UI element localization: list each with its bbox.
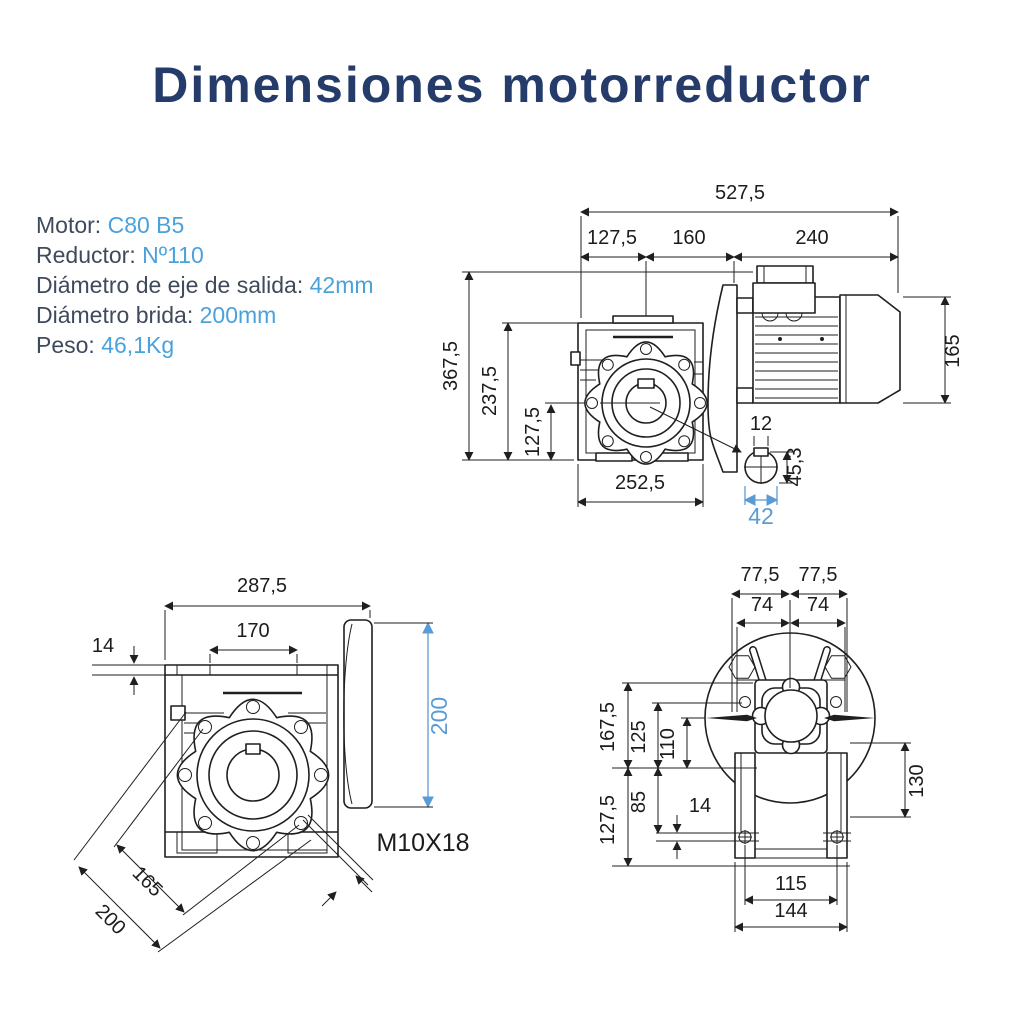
dim-foot-width: 144 xyxy=(774,900,807,922)
dim-height-3: 110 xyxy=(657,728,679,760)
side-view-drawing: 527,5 127,5 160 240 367,5 237,5 127,5 25… xyxy=(440,182,964,529)
shaft-section-detail xyxy=(649,406,778,484)
dim-axis-height: 127,5 xyxy=(522,407,544,457)
shaft-tip-right xyxy=(824,714,875,722)
motor-flange-bell xyxy=(707,284,754,473)
back-center-plate xyxy=(706,677,875,755)
spec-flange-diameter-value: 200mm xyxy=(199,302,277,328)
side-view-dimensions: 527,5 127,5 160 240 367,5 237,5 127,5 25… xyxy=(440,182,964,529)
dim-motor-height: 165 xyxy=(942,334,964,367)
dim-bolt-circle: 165 xyxy=(128,862,167,901)
dim-height-5: 85 xyxy=(628,791,650,813)
dim-foot-hole-spacing: 115 xyxy=(775,873,807,895)
gearbox-front-flange-face xyxy=(176,698,330,852)
dim-gearbox-offset: 127,5 xyxy=(587,227,637,249)
spec-motor: Motor: C80 B5 xyxy=(36,210,374,240)
dim-housing-height: 237,5 xyxy=(479,366,501,416)
dim-shaft-diameter: 42 xyxy=(748,503,774,529)
terminal-box xyxy=(752,265,816,322)
keyway-notch xyxy=(637,378,655,389)
fan-cover xyxy=(839,294,901,404)
dim-left-half: 77,5 xyxy=(741,564,780,586)
dim-pad-thickness: 14 xyxy=(92,635,114,657)
dim-keyway-width: 12 xyxy=(750,413,772,435)
spec-reductor-label: Reductor: xyxy=(36,242,143,268)
spec-reductor-value: Nº110 xyxy=(142,242,204,268)
spec-shaft-diameter: Diámetro de eje de salida: 42mm xyxy=(36,270,374,300)
dim-shaft-key-height: 45,3 xyxy=(784,448,806,487)
dim-motor-length: 240 xyxy=(795,227,828,249)
dim-right-half: 77,5 xyxy=(799,564,838,586)
dim-side-height: 130 xyxy=(906,764,928,797)
spec-weight: Peso: 46,1Kg xyxy=(36,330,374,360)
back-view-dimensions: 77,5 77,5 74 74 167,5 125 110 127,5 85 xyxy=(597,564,928,932)
spec-reductor: Reductor: Nº110 xyxy=(36,240,374,270)
shaft-tip-left xyxy=(706,714,757,722)
spec-motor-value: C80 B5 xyxy=(107,212,185,238)
dim-right-inner: 74 xyxy=(807,594,829,616)
spec-flange-diameter: Diámetro brida: 200mm xyxy=(36,300,374,330)
spec-weight-label: Peso: xyxy=(36,332,102,358)
hex-bolt-left xyxy=(728,655,756,679)
page-title: Dimensiones motorreductor xyxy=(152,57,872,113)
dim-gearbox-width: 252,5 xyxy=(615,472,665,494)
motor-body xyxy=(752,265,901,404)
dim-flange-od: 200 xyxy=(91,900,130,939)
spec-flange-diameter-label: Diámetro brida: xyxy=(36,302,200,328)
dim-height-2: 125 xyxy=(628,720,650,753)
dim-total-width: 287,5 xyxy=(237,575,287,597)
spec-shaft-diameter-value: 42mm xyxy=(309,272,374,298)
spec-shaft-diameter-label: Diámetro de eje de salida: xyxy=(36,272,310,298)
dim-left-inner: 74 xyxy=(751,594,773,616)
front-flange-disc-edge xyxy=(343,619,373,809)
dim-total-height: 367,5 xyxy=(440,341,462,391)
dim-total-length: 527,5 xyxy=(715,182,765,204)
dim-pad-width: 170 xyxy=(236,620,269,642)
dim-height-4: 127,5 xyxy=(597,795,619,845)
back-view-drawing: 77,5 77,5 74 74 167,5 125 110 127,5 85 xyxy=(597,564,928,932)
dim-flange-length: 160 xyxy=(672,227,705,249)
gearbox-side-flange-face xyxy=(584,341,708,465)
spec-weight-value: 46,1Kg xyxy=(101,332,175,358)
dim-height-1: 167,5 xyxy=(597,702,619,752)
back-legs xyxy=(612,752,851,867)
spec-motor-label: Motor: xyxy=(36,212,108,238)
dim-foot-thickness: 14 xyxy=(689,795,711,817)
front-view-drawing: 287,5 170 14 200 165 200 xyxy=(73,575,470,953)
spec-list: Motor: C80 B5 Reductor: Nº110 Diámetro d… xyxy=(36,210,374,360)
keyway-notch xyxy=(245,743,261,755)
dim-flange-depth: 200 xyxy=(426,697,452,735)
dim-bolt-thread: M10X18 xyxy=(376,829,469,857)
